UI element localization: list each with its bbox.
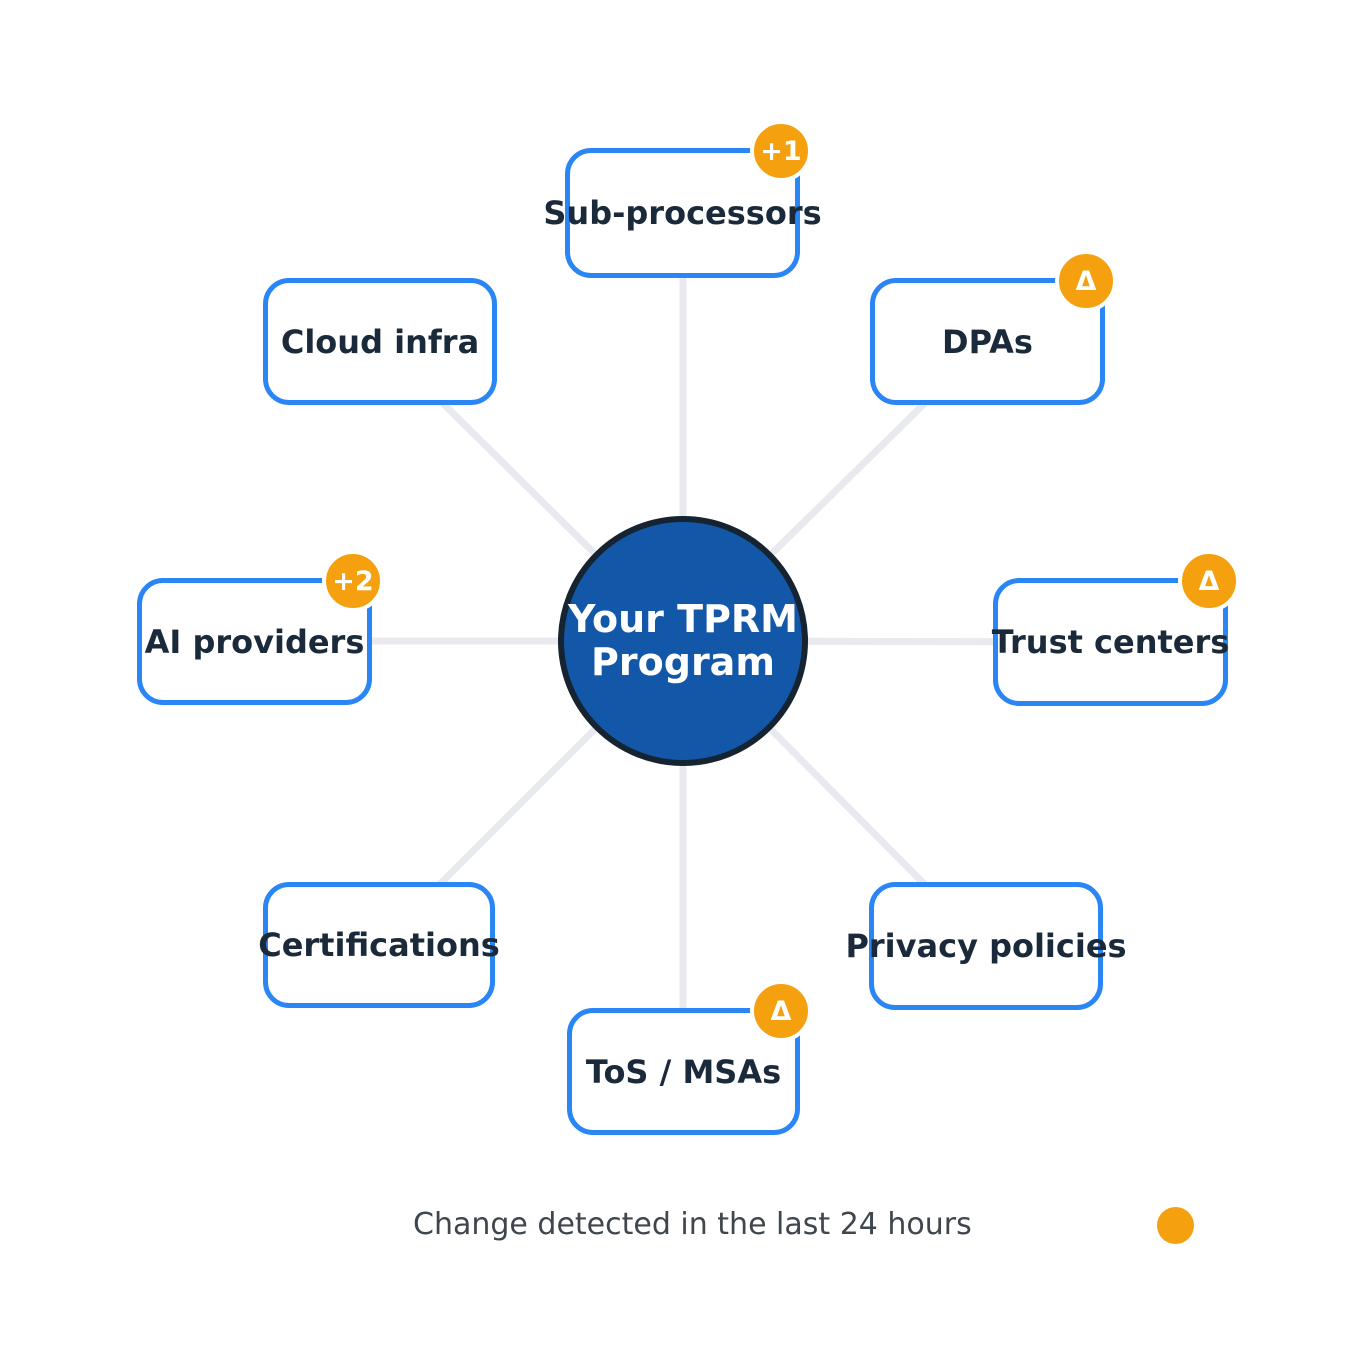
node-label-privacy-policies: Privacy policies bbox=[845, 927, 1127, 965]
hub-your-tprm-program: Your TPRM Program bbox=[558, 516, 808, 766]
change-indicator-dot bbox=[1157, 1207, 1194, 1244]
node-sub-processors: Sub-processors +1 bbox=[543, 120, 822, 278]
node-ai-providers: AI providers +2 bbox=[137, 550, 384, 705]
delta-change-badge: Δ bbox=[1178, 550, 1240, 612]
hub-title: Your TPRM Program bbox=[567, 597, 798, 684]
node-trust-centers: Trust centers Δ bbox=[991, 550, 1240, 706]
node-label-dpas: DPAs bbox=[942, 322, 1033, 361]
node-tos-msas: ToS / MSAs Δ bbox=[567, 980, 812, 1135]
node-label-cloud-infra: Cloud infra bbox=[280, 322, 480, 361]
node-certifications: Certifications bbox=[258, 882, 500, 1008]
delta-change-badge: Δ bbox=[750, 980, 812, 1042]
node-dpas: DPAs Δ bbox=[870, 250, 1117, 405]
node-label-certifications: Certifications bbox=[258, 926, 500, 964]
node-label-ai-providers: AI providers bbox=[144, 622, 365, 661]
node-label-sub-processors: Sub-processors bbox=[543, 194, 822, 232]
change-count-badge: +2 bbox=[322, 550, 384, 612]
node-cloud-infra: Cloud infra bbox=[263, 278, 497, 405]
node-privacy-policies: Privacy policies bbox=[845, 882, 1127, 1010]
legend-label: Change detected in the last 24 hours bbox=[413, 1207, 972, 1242]
delta-change-badge: Δ bbox=[1055, 250, 1117, 312]
node-label-trust-centers: Trust centers bbox=[991, 623, 1230, 661]
node-label-tos-msas: ToS / MSAs bbox=[585, 1052, 782, 1091]
change-count-badge: +1 bbox=[750, 120, 812, 182]
